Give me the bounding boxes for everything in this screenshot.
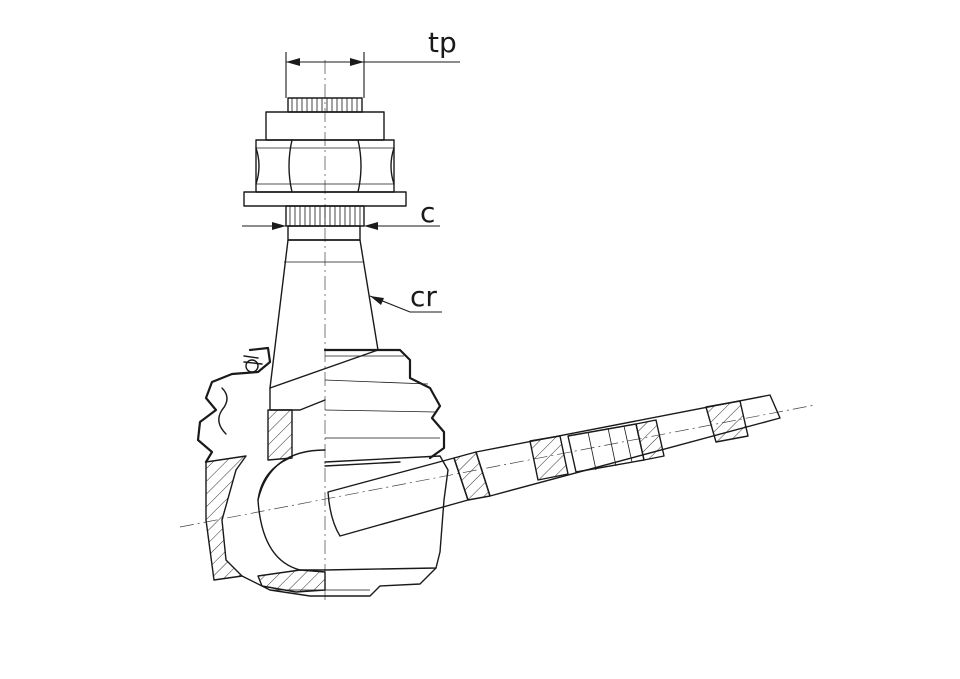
tie-rod-arm bbox=[475, 394, 781, 497]
housing-body-right bbox=[324, 455, 449, 571]
label-cr: cr bbox=[410, 280, 437, 313]
hex-nut bbox=[255, 139, 395, 193]
centerlines bbox=[179, 60, 816, 600]
tapered-stud bbox=[269, 239, 379, 411]
dust-boot-right bbox=[323, 348, 446, 460]
dimension-tp bbox=[285, 52, 460, 98]
label-tp: tp bbox=[428, 26, 457, 59]
leader-cr bbox=[369, 295, 442, 313]
dust-boot-left bbox=[196, 346, 272, 464]
housing-section-left bbox=[205, 409, 293, 581]
ball-joint bbox=[257, 449, 326, 571]
housing-bottom bbox=[241, 567, 437, 597]
dimension-c bbox=[242, 222, 440, 230]
label-c: c bbox=[420, 196, 435, 229]
